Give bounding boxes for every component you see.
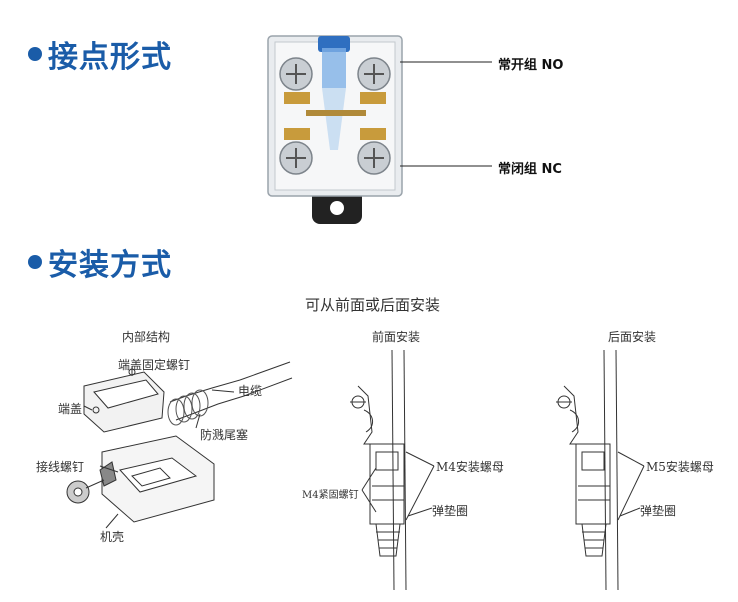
label-seal: 防溅尾塞	[200, 428, 249, 442]
section-title-text: 接点形式	[48, 40, 172, 75]
section-title-contact: 接点形式	[28, 32, 172, 76]
caption-front: 前面安装	[372, 330, 421, 344]
label-back-washer: 弹垫圈	[640, 504, 677, 518]
contact-block-illustration	[267, 35, 492, 224]
label-front-fix-screw: M4紧固螺钉	[302, 490, 359, 501]
section-title-install: 安装方式	[28, 240, 172, 284]
bullet-icon	[28, 255, 42, 269]
caption-structure: 内部结构	[122, 330, 171, 344]
caption-back: 后面安装	[608, 330, 657, 344]
label-cover-screw: 端盖固定螺钉	[118, 358, 191, 372]
label-cable: 电缆	[238, 384, 263, 398]
label-back-nut: M5安装螺母	[646, 460, 714, 474]
screw-icon	[279, 57, 313, 91]
label-front-washer: 弹垫圈	[432, 504, 469, 518]
callout-no: 常开组 NO	[498, 58, 564, 73]
section-title-text: 安装方式	[48, 248, 172, 283]
install-subtitle: 可从前面或后面安装	[305, 296, 441, 314]
label-terminal-screw: 接线螺钉	[36, 460, 85, 474]
callout-nc: 常闭组 NC	[498, 162, 562, 177]
bullet-icon	[28, 47, 42, 61]
label-housing: 机壳	[100, 530, 125, 544]
label-front-nut: M4安装螺母	[436, 460, 504, 474]
label-cover: 端盖	[58, 402, 83, 416]
